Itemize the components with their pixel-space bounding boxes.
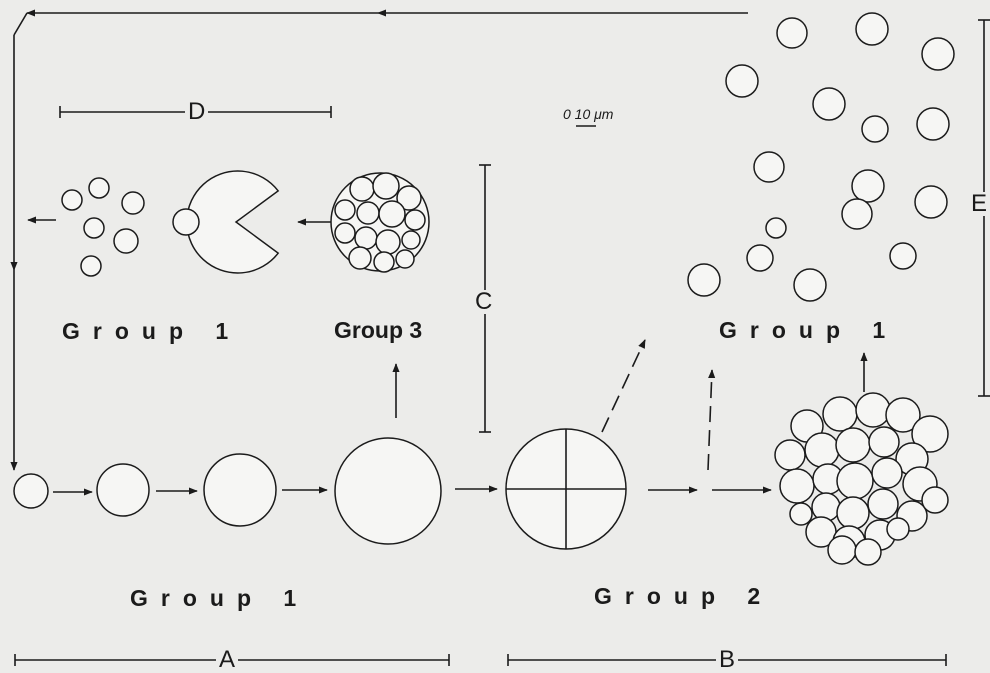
growth-row — [14, 364, 497, 544]
group3-label: Group 3 — [334, 319, 422, 342]
engulfed-particle — [173, 209, 199, 235]
released-cells — [62, 178, 144, 276]
scale-bar-label: 0 10 μm — [563, 107, 613, 121]
group1-bottom-label: Group 1 — [130, 587, 309, 610]
cell-smallest — [14, 474, 48, 508]
bar-d-label: D — [185, 100, 208, 124]
bar-c-label: C — [472, 290, 495, 314]
group1-top-right-label: Group 1 — [719, 319, 898, 342]
bar-e-label: E — [968, 192, 990, 216]
phagocyte — [28, 171, 331, 273]
sporangium — [331, 173, 429, 272]
group2-label: Group 2 — [594, 585, 773, 608]
group1-top-left-label: Group 1 — [62, 320, 241, 343]
cell-small — [97, 464, 149, 516]
cell-large — [335, 438, 441, 544]
cell-medium — [204, 454, 276, 526]
bar-b-label: B — [716, 648, 738, 672]
cell-cluster — [775, 393, 948, 565]
free-cells — [688, 13, 954, 301]
bar-a-label: A — [216, 648, 238, 672]
